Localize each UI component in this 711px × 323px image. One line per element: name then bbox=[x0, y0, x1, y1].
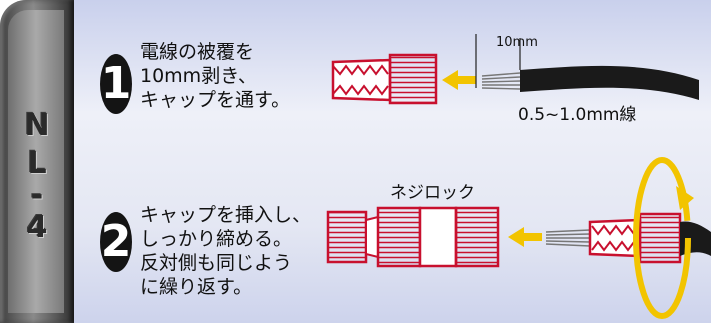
step-2-number: 2 bbox=[100, 212, 132, 272]
arrow-left-icon bbox=[508, 227, 542, 247]
strip-length-label: 10mm bbox=[496, 35, 538, 50]
cap-icon bbox=[331, 53, 438, 105]
wire-gauge-label: 0.5~1.0mm線 bbox=[518, 105, 637, 125]
model-char-l: L bbox=[27, 146, 47, 181]
step-2-line-1: キャップを挿入し、 bbox=[140, 204, 312, 226]
model-char-4: 4 bbox=[26, 210, 48, 245]
rotate-arrow-icon bbox=[633, 157, 694, 319]
connector-icon bbox=[326, 206, 500, 268]
connector-label: ネジロック bbox=[390, 183, 475, 203]
instruction-panel bbox=[32, 0, 711, 323]
model-tab bbox=[0, 0, 74, 323]
step-1-number: 1 bbox=[100, 54, 132, 114]
step-1-line-2: 10mm剥き、 bbox=[140, 65, 257, 87]
model-char-n: N bbox=[24, 108, 50, 143]
step-2-line-4: に繰り返す。 bbox=[140, 276, 253, 298]
step-2-line-2: しっかり締める。 bbox=[140, 228, 293, 250]
model-char-dash: - bbox=[30, 178, 44, 213]
step-2-line-3: 反対側も同じよう bbox=[140, 252, 293, 274]
step-1-line-3: キャップを通す。 bbox=[140, 89, 291, 111]
stripped-wire-icon bbox=[475, 34, 699, 100]
arrow-left-icon bbox=[442, 70, 476, 90]
step-1-line-1: 電線の被覆を bbox=[140, 41, 255, 63]
